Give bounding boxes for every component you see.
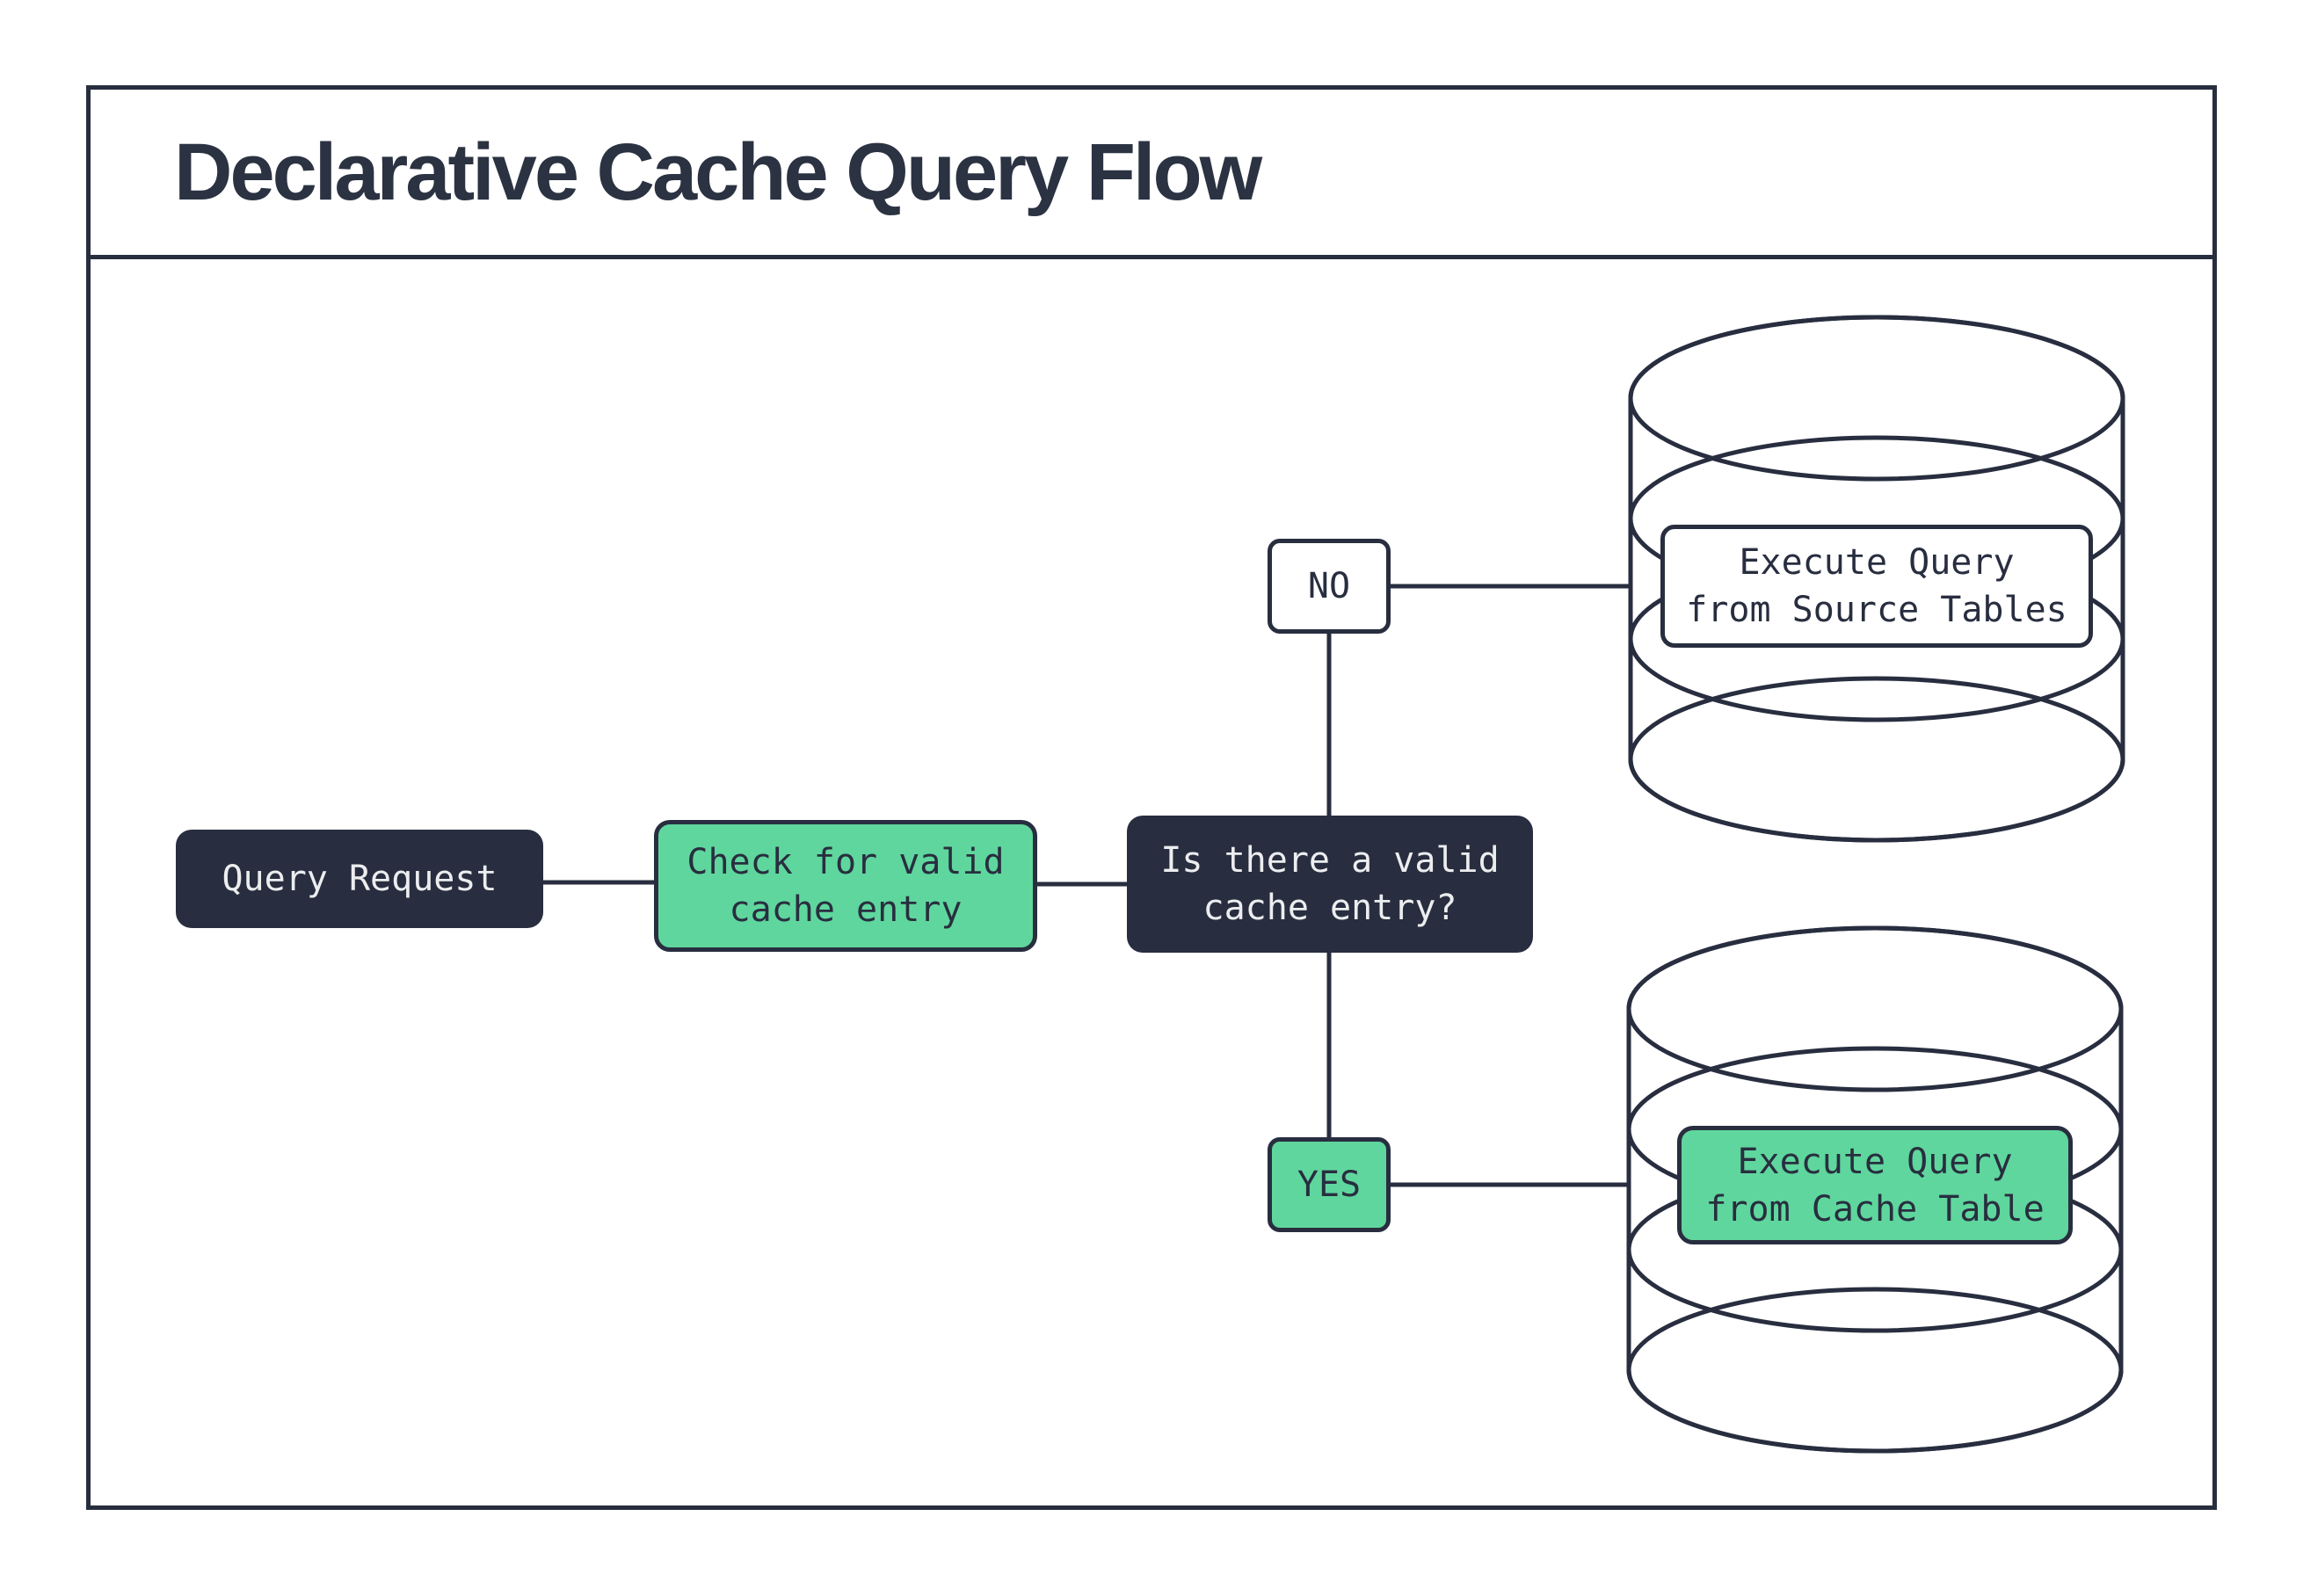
diagram-frame: Declarative Cache Query Flow bbox=[86, 85, 2217, 1510]
page-title: Declarative Cache Query Flow bbox=[174, 127, 1262, 217]
execute-source-node: Execute Query from Source Tables bbox=[1660, 525, 2093, 648]
decision-node: Is there a valid cache entry? bbox=[1127, 816, 1533, 953]
source-cylinder-disk-4 bbox=[1628, 676, 2125, 843]
cache-cylinder-disk-4 bbox=[1626, 1287, 2124, 1454]
source-cylinder-disk-1 bbox=[1628, 315, 2125, 482]
title-bar: Declarative Cache Query Flow bbox=[91, 90, 2212, 259]
no-branch-label: NO bbox=[1268, 539, 1391, 634]
execute-cache-node: Execute Query from Cache Table bbox=[1677, 1126, 2073, 1244]
yes-branch-label: YES bbox=[1268, 1137, 1391, 1232]
check-cache-node: Check for valid cache entry bbox=[654, 820, 1037, 952]
cache-cylinder-disk-1 bbox=[1626, 925, 2124, 1092]
query-request-node: Query Request bbox=[176, 830, 543, 928]
